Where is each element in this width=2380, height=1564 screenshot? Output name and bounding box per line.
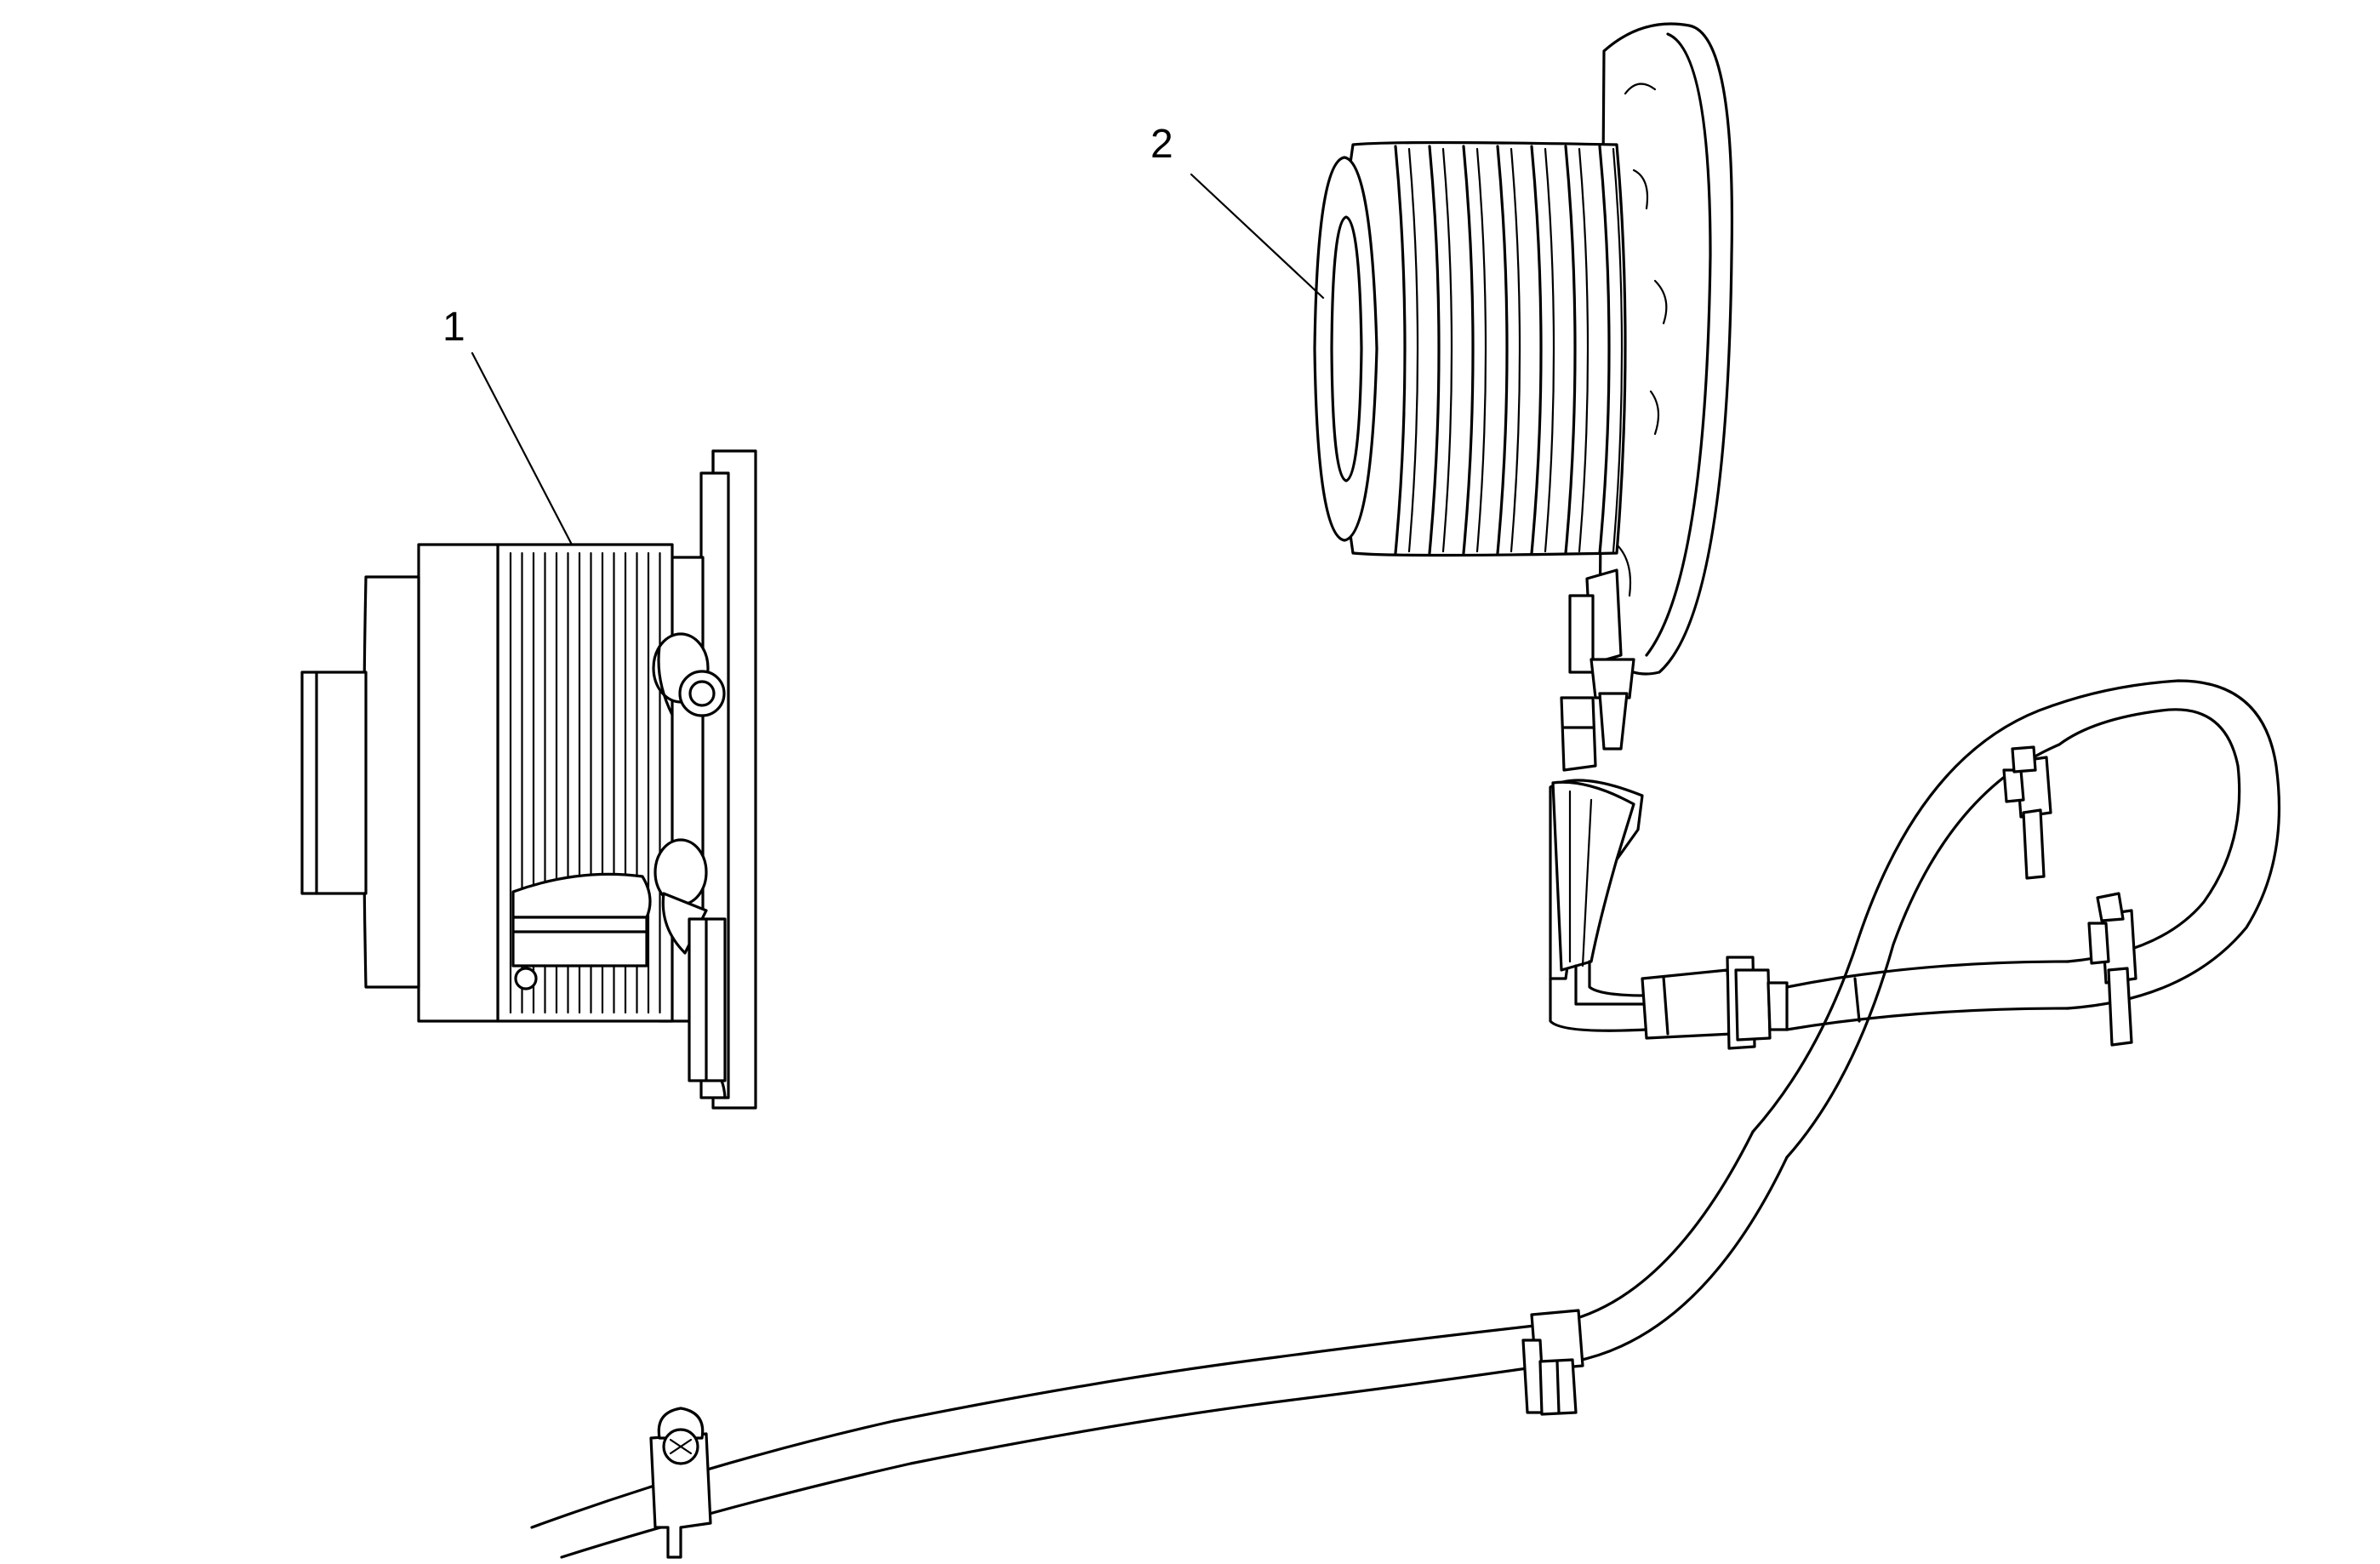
bellows-rib: [1564, 145, 1577, 555]
bellows-rib-inner: [1510, 147, 1521, 553]
bellows-rib: [1462, 145, 1475, 555]
callout-label-2: 2: [1150, 122, 1173, 167]
ribbed-section: [509, 551, 661, 1014]
bellows-ribs: [1394, 145, 1624, 555]
bellows-rib-inner: [1441, 147, 1453, 553]
bellows-rib-inner: [1578, 147, 1590, 553]
leader-line-1: [471, 351, 574, 546]
callout-2: 2: [1150, 122, 1325, 300]
bellows-rib: [1428, 145, 1441, 555]
leader-line-2: [1190, 173, 1325, 300]
bellows-rib: [1530, 145, 1543, 555]
bellows-rib: [1598, 145, 1611, 555]
bellows-rib-inner: [1475, 147, 1487, 553]
bellows-rib: [1394, 145, 1407, 555]
callout-1: 1: [442, 305, 574, 546]
callout-label-1: 1: [442, 305, 465, 350]
bellows-rib-inner: [1612, 147, 1624, 553]
bellows-rib: [1496, 145, 1509, 555]
bearing-perspective-view: [530, 22, 2280, 1559]
bellows-rib-inner: [1544, 147, 1555, 553]
bellows-rib-inner: [1407, 147, 1419, 553]
bearing-side-view: [300, 449, 757, 1110]
